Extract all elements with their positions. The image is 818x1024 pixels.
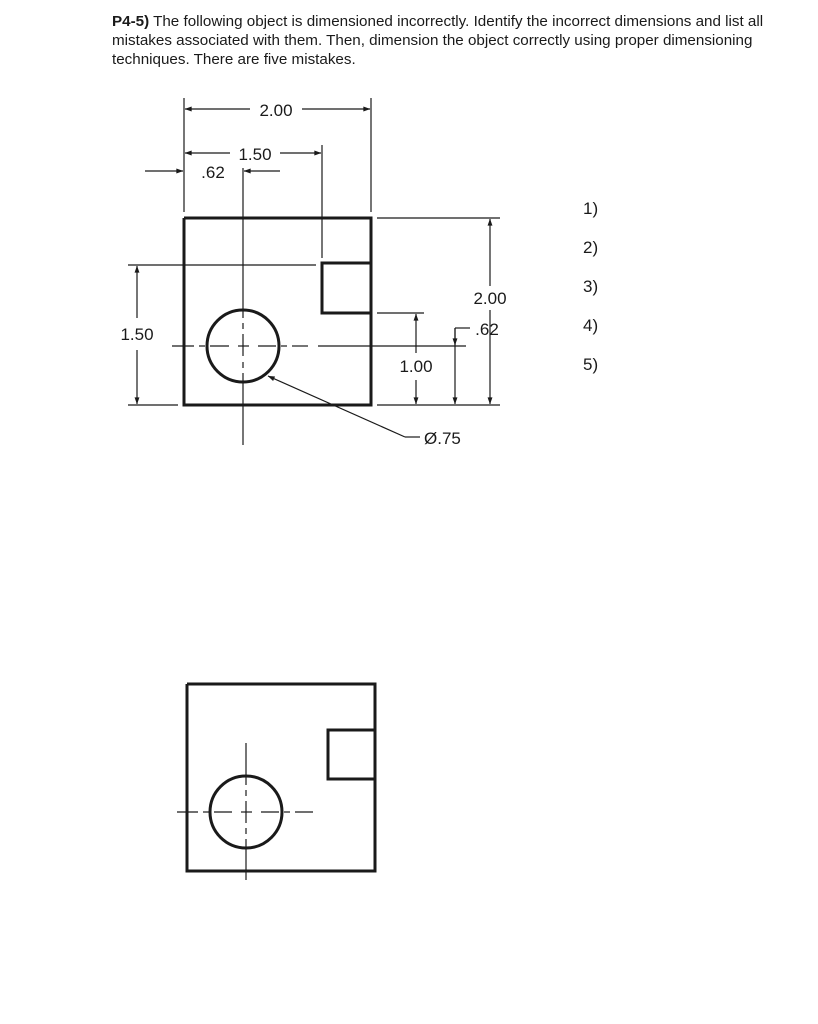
answer-item-3: 3) xyxy=(583,277,598,296)
dim-overall-width: 2.00 xyxy=(259,101,292,120)
answer-item-4: 4) xyxy=(583,316,598,335)
answer-item-2: 2) xyxy=(583,238,598,257)
problem-text: The following object is dimensioned inco… xyxy=(112,13,764,68)
dim-slot-width: .62 xyxy=(475,320,499,339)
problem-statement: P4-5) The following object is dimensione… xyxy=(112,12,772,69)
dimensioned-view: 2.00 1.50 .62 2.00 1.00 xyxy=(120,98,507,448)
dim-diameter: Ø.75 xyxy=(424,429,461,448)
blank-view xyxy=(177,682,377,880)
answer-item-5: 5) xyxy=(583,355,598,374)
dim-left-height: 1.50 xyxy=(120,325,153,344)
blank-hole-centerlines xyxy=(177,743,313,880)
dim-overall-height: 2.00 xyxy=(473,289,506,308)
dim-hole-y: 1.00 xyxy=(399,357,432,376)
dim-hole-x: .62 xyxy=(201,163,225,182)
object-outline xyxy=(182,216,373,407)
answer-list: 1) 2) 3) 4) 5) xyxy=(583,199,598,374)
blank-object-outline xyxy=(185,682,377,873)
answer-item-1: 1) xyxy=(583,199,598,218)
hole-centerlines xyxy=(172,168,466,445)
dim-slot-position: 1.50 xyxy=(238,145,271,164)
problem-number: P4-5) xyxy=(112,13,150,30)
